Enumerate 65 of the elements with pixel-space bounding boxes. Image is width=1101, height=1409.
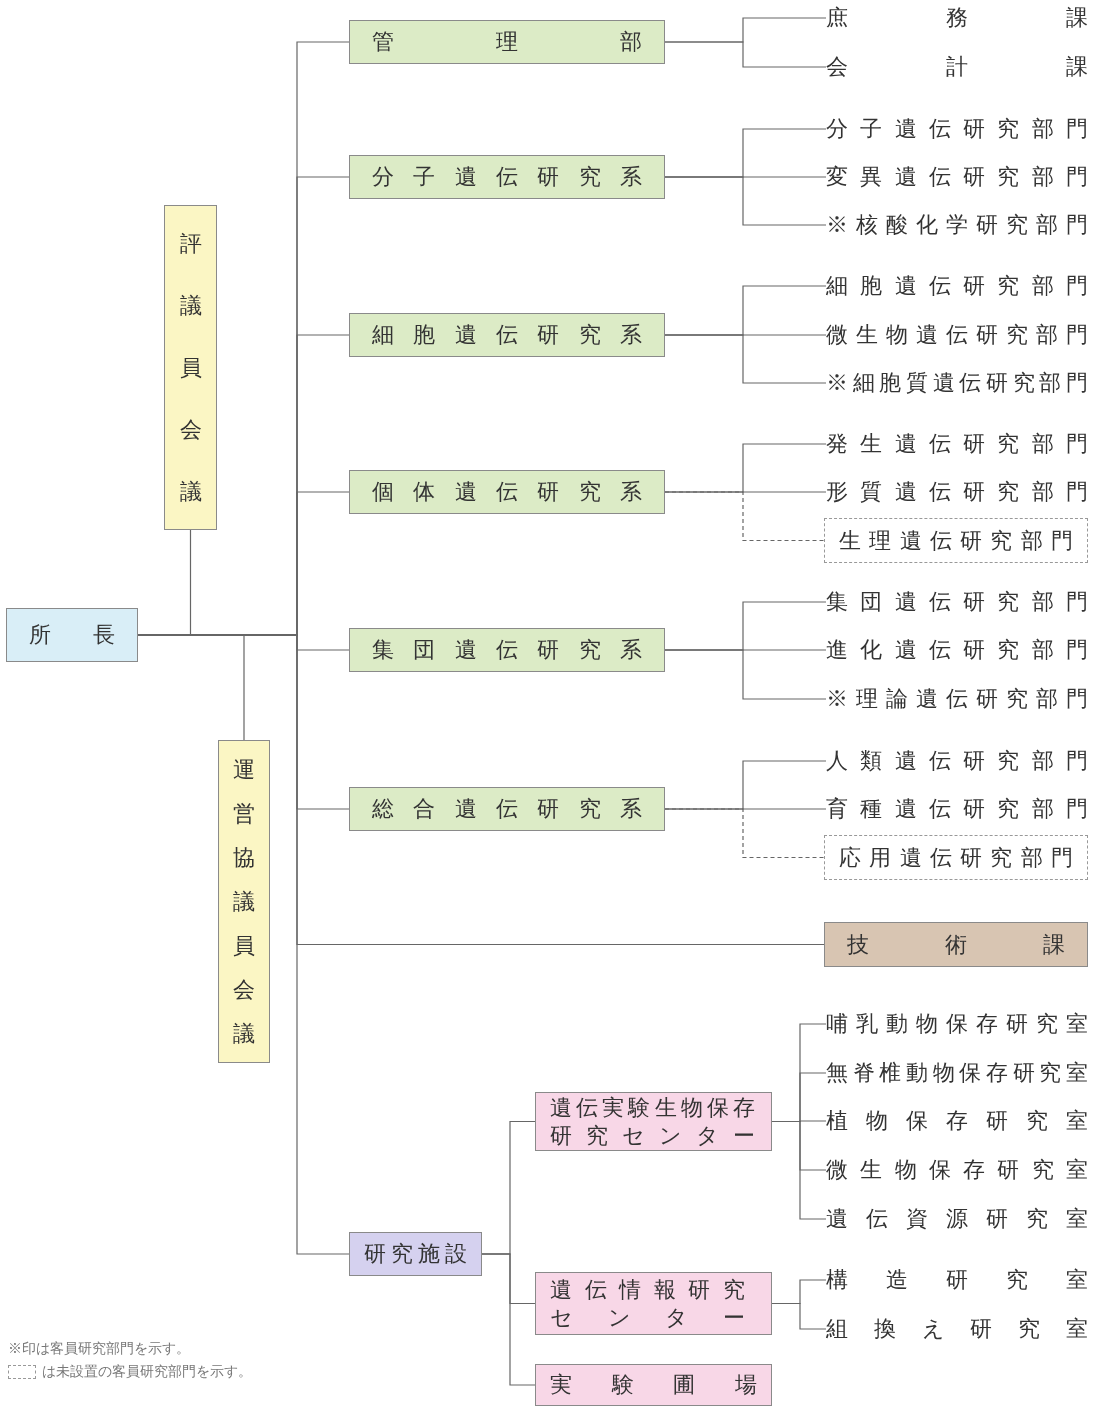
unit-label: 育種遺伝研究部門: [826, 795, 1088, 823]
unit-label: ※理論遺伝研究部門: [826, 685, 1088, 713]
org-box: [824, 835, 1088, 880]
note-text: ※印は客員研究部門を示す。: [8, 1340, 191, 1358]
unit-label: ※核酸化学研究部門: [826, 211, 1088, 239]
org-box: [349, 20, 665, 64]
connector-line: [664, 176, 827, 226]
unit-label: 細胞遺伝研究部門: [826, 272, 1088, 300]
unit-label: 組換え研究室: [826, 1315, 1088, 1343]
council-label: 評議員会議: [179, 229, 202, 506]
org-box: [535, 1272, 772, 1335]
connector-line: [664, 491, 825, 542]
unit-label: 構造研究室: [826, 1266, 1088, 1294]
unit-label: 応用遺伝研究部門: [839, 843, 1073, 872]
unit-label: 哺乳動物保存研究室: [826, 1010, 1088, 1038]
unit-label: ※細胞質遺伝研究部門: [826, 369, 1088, 397]
org-box: [824, 518, 1088, 563]
org-box: [535, 1364, 772, 1406]
org-box: [349, 470, 665, 514]
org-box: [349, 313, 665, 357]
org-box: [349, 155, 665, 199]
unit-label: 進化遺伝研究部門: [826, 636, 1088, 664]
connector-line: [664, 334, 827, 384]
unit-label: 庶務課: [826, 4, 1088, 32]
box-label: 分子遺伝研究系: [372, 163, 642, 191]
box-label: 技術課: [847, 930, 1065, 959]
unit-label: 無脊椎動物保存研究室: [826, 1059, 1088, 1087]
org-box: [535, 1092, 772, 1151]
connector-line: [481, 1253, 536, 1386]
org-box: [164, 205, 217, 530]
connector-line: [664, 808, 825, 859]
connector-line: [664, 41, 827, 68]
org-box: [349, 1232, 482, 1276]
box-label: 集団遺伝研究系: [372, 636, 642, 664]
box-label: 細胞遺伝研究系: [372, 321, 642, 349]
council-label: 運営協議員会議: [233, 755, 255, 1048]
box-label: 研究施設: [364, 1240, 467, 1268]
unit-label: 微生物保存研究室: [826, 1156, 1088, 1184]
unit-label: 遺伝資源研究室: [826, 1205, 1088, 1233]
box-label: 実験圃場: [550, 1371, 757, 1399]
unit-label: 分子遺伝研究部門: [826, 115, 1088, 143]
org-box: [218, 740, 270, 1063]
unit-label: 発生遺伝研究部門: [826, 430, 1088, 458]
org-box: [349, 628, 665, 672]
unit-label: 変異遺伝研究部門: [826, 163, 1088, 191]
box-label: 遺伝情報研究センター: [550, 1275, 757, 1332]
unit-label: 集団遺伝研究部門: [826, 588, 1088, 616]
unit-label: 会計課: [826, 53, 1088, 81]
unit-label: 植物保存研究室: [826, 1107, 1088, 1135]
box-label: 遺伝実験生物保存研究センター: [550, 1093, 757, 1150]
unit-label: 微生物遺伝研究部門: [826, 321, 1088, 349]
unit-label: 形質遺伝研究部門: [826, 478, 1088, 506]
org-box: [349, 787, 665, 831]
org-box: [6, 608, 138, 662]
connector-line: [771, 1120, 827, 1220]
box-label: 所長: [29, 621, 115, 649]
box-label: 管理部: [372, 28, 642, 56]
unit-label: 人類遺伝研究部門: [826, 747, 1088, 775]
connector-line: [664, 649, 827, 700]
org-box: [824, 922, 1088, 967]
box-label: 総合遺伝研究系: [372, 795, 642, 823]
legend-text: は未設置の客員研究部門を示す。: [42, 1363, 252, 1381]
unit-label: 生理遺伝研究部門: [839, 526, 1073, 555]
box-label: 個体遺伝研究系: [372, 478, 642, 506]
connector-line: [771, 1302, 827, 1330]
